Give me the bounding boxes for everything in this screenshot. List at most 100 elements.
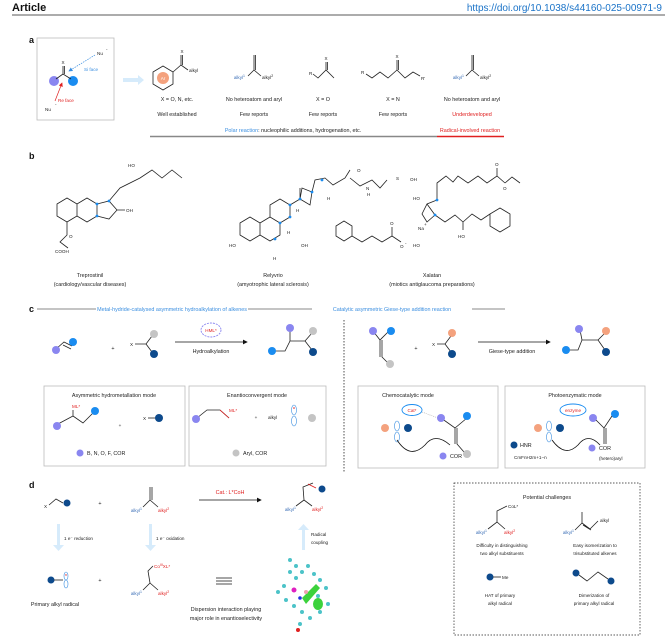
atom-label: -	[405, 241, 407, 246]
panel-label-a: a	[29, 35, 35, 45]
drug-name: Treprostinil	[77, 273, 103, 279]
atom-label: O	[357, 168, 361, 173]
status-label: Few reports	[309, 112, 338, 118]
right-section-title: Catalytic asymmetric Giese-type addition…	[333, 307, 451, 313]
page-header: Article https://doi.org/10.1038/s44160-0…	[12, 2, 665, 16]
box-title: Chemocatalytic mode	[382, 393, 434, 399]
atom-label: O	[390, 221, 394, 226]
condition-label: X = O, N, etc.	[161, 97, 194, 103]
challenge-text: Dimerization of	[579, 593, 610, 598]
alkyl2-label: alkyl	[504, 530, 513, 535]
doi-link[interactable]: https://doi.org/10.1038/s44160-025-00971…	[467, 3, 663, 14]
treprostinil-structure: HO OH O COOH Treprostinil (cardiology/va…	[54, 163, 183, 288]
challenge-text: Easy isomerization to	[573, 543, 617, 548]
panel-a: a X Nu - Si face Nu - Re face Ar X alkyl…	[29, 35, 504, 138]
substrate-aryl-ketone: Ar X alkyl X = O, N, etc. Well establish…	[152, 49, 198, 118]
atom-label: H	[296, 208, 299, 213]
alkyl1-label: alkyl	[234, 75, 243, 80]
atom-x: X	[130, 342, 133, 347]
legend-formula: CmFnH2m+1−n	[514, 455, 547, 460]
challenge-text: Difficulty in distinguishing	[476, 543, 528, 548]
alkyl2-label: alkyl	[262, 75, 271, 80]
substituent-blue	[68, 76, 78, 86]
superscript: 1	[140, 590, 142, 594]
cobalt-ligand-label: CoL*	[508, 504, 518, 509]
atom-label: H	[327, 196, 330, 201]
superscript: 2	[271, 74, 273, 78]
condition-label: No heteroatom and aryl	[444, 97, 500, 103]
re-face-arrow	[54, 82, 63, 102]
challenge-text: trisubstituted alkenes	[573, 551, 617, 556]
alkyl2-label: alkyl	[158, 591, 167, 596]
box-photoenzymatic: Photoenzymatic mode enzyme HNR CmFnH2m+1…	[504, 385, 646, 469]
alkyl2-label: alkyl	[158, 508, 167, 513]
condition-label: X = O	[316, 97, 330, 103]
panel-d: d X + alkyl1 alkyl2 Cat.: L*CoH alkyl1 a…	[29, 480, 641, 636]
superscript: 1	[485, 529, 487, 533]
challenges-box: Potential challenges CoL* alkyl1 alkyl2 …	[453, 482, 641, 636]
status-label: Well established	[157, 112, 196, 118]
substrate-ketone: X R X = O Few reports	[309, 56, 338, 118]
atom-label: Na	[418, 226, 424, 231]
atom-x: X	[395, 54, 398, 59]
challenge-text: alkyl radical	[488, 601, 512, 606]
dft-model-image	[276, 558, 330, 632]
metal-ligand-label: ML*	[72, 404, 80, 409]
atom-label: COOH	[55, 249, 69, 254]
superscript: 2	[167, 590, 169, 594]
atom-label: OH	[410, 177, 417, 182]
atom-label: HO	[229, 243, 236, 248]
alkyl1-label: alkyl	[476, 530, 485, 535]
plus-sign: +	[255, 415, 258, 420]
box-title: Enantioconvergent mode	[227, 393, 287, 399]
si-face-label: Si face	[84, 67, 98, 72]
atom-label: HO	[458, 234, 465, 239]
superscript: 2	[167, 507, 169, 511]
svg-text:alkyl1: alkyl1	[453, 74, 464, 80]
substrate-target-alkene: alkyl1 alkyl2 No heteroatom and aryl Und…	[444, 55, 500, 118]
nucleophile-bottom: Nu	[45, 107, 51, 112]
relyvrio-structure: O N H S OH H H H HO OH H O O - Na + Rely…	[229, 168, 427, 288]
svg-text:alkyl2: alkyl2	[480, 74, 491, 80]
condition-label: No heteroatom and aryl	[226, 97, 282, 103]
panel-b: b HO OH O COOH Treprostinil (cardiology/…	[29, 151, 521, 288]
catalyst-label: Cat*	[408, 408, 417, 413]
svg-text:alkyl2: alkyl2	[312, 506, 323, 512]
panel-c: c Metal-hydride-catalysed asymmetric hyd…	[29, 304, 646, 472]
methyl-label: Me	[502, 575, 509, 580]
reaction-arrow-label: Giese-type addition	[489, 349, 535, 355]
svg-text:alkyl1: alkyl1	[234, 74, 245, 80]
atom-label: O	[400, 244, 404, 249]
superscript: 1	[294, 506, 296, 510]
left-section-title: Metal-hydride-catalysed asymmetric hydro…	[97, 307, 247, 313]
substrate-imine: X R R' X = N Few reports	[361, 54, 425, 118]
atom-x: X	[432, 342, 435, 347]
atom-label: H	[367, 192, 370, 197]
atom-x: X	[180, 49, 183, 54]
legend-label: B, N, O, F, COR	[87, 451, 125, 457]
atom-label: H	[273, 256, 276, 261]
atom-label: O	[495, 162, 499, 167]
status-label: Underdeveloped	[452, 112, 492, 118]
alkyl-label: alkyl	[268, 415, 277, 420]
svg-text:alkyl2: alkyl2	[158, 590, 169, 596]
superscript: 2	[321, 506, 323, 510]
atom-x: X	[61, 60, 64, 65]
primary-radical-label: Primary alkyl radical	[31, 602, 79, 608]
panel-label-d: d	[29, 480, 35, 490]
alkyl1-label: alkyl	[285, 507, 294, 512]
drug-name: Xalatan	[423, 273, 441, 279]
legend-label: COR	[450, 454, 462, 460]
superscript: 2	[489, 74, 491, 78]
aryl-label: Ar	[161, 76, 166, 81]
reaction-arrow-label: Hydroalkylation	[193, 349, 230, 355]
status-label: Few reports	[240, 112, 269, 118]
atom-label: S	[396, 176, 399, 181]
r-prime-label: R'	[421, 76, 425, 81]
plus-sign: +	[111, 346, 114, 352]
atom-label: H	[287, 230, 290, 235]
hollow-arrow-icon	[123, 75, 144, 85]
plus-sign: +	[119, 423, 122, 428]
alkyl2-label: alkyl	[480, 75, 489, 80]
